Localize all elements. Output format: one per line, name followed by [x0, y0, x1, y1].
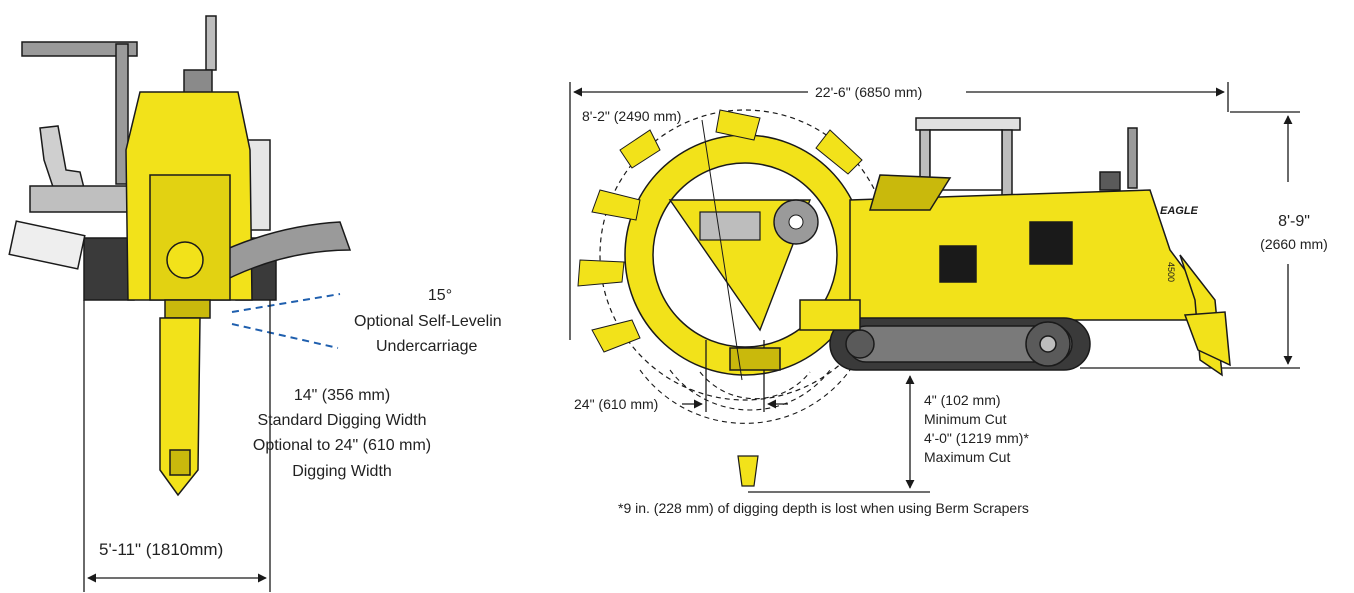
tilt-indicator [231, 293, 341, 349]
cut-label-line2: Minimum Cut [924, 411, 1007, 427]
track-width-dimension [83, 300, 271, 592]
digging-tooth-bottom [737, 455, 759, 487]
digging-depth-arcs [639, 369, 851, 424]
bucket-width-label: 24" (610 mm) [574, 396, 659, 412]
wheel-diameter-leader [701, 119, 743, 381]
cut-label-line4: Maximum Cut [924, 449, 1011, 465]
cut-label-line3: 4'-0" (1219 mm)* [924, 430, 1029, 446]
height-label-line2: (2660 mm) [1260, 236, 1328, 252]
digging-width-line3: Optional to 24" (610 mm) [252, 437, 432, 454]
side-view-machine [729, 117, 1231, 377]
footnote: *9 in. (228 mm) of digging depth is lost… [618, 500, 1029, 516]
tilt-label-line2: Undercarriage [376, 338, 478, 355]
brand-text: EAGLE [1160, 205, 1199, 217]
track-width-label: 5'-11" (1810mm) [99, 540, 224, 559]
cut-depth-dimension [748, 375, 930, 493]
digging-width-line1: 14" (356 mm) [293, 387, 391, 404]
model-text: 4500 [1166, 262, 1176, 282]
front-view-machine [8, 15, 352, 497]
tilt-angle-label: 15° [427, 287, 453, 304]
cut-label-line1: 4" (102 mm) [924, 392, 1001, 408]
digging-width-line4: Digging Width [292, 463, 392, 480]
overall-length-dimension [569, 82, 1229, 340]
tilt-label-line1: Optional Self-Levelin [354, 313, 502, 330]
height-label-line1: 8'-9" [1278, 213, 1310, 230]
overall-length-label: 22'-6" (6850 mm) [815, 84, 923, 100]
digging-width-line2: Standard Digging Width [257, 412, 427, 429]
wheel-diameter-label: 8'-2" (2490 mm) [582, 108, 682, 124]
height-dimension [1080, 111, 1300, 369]
